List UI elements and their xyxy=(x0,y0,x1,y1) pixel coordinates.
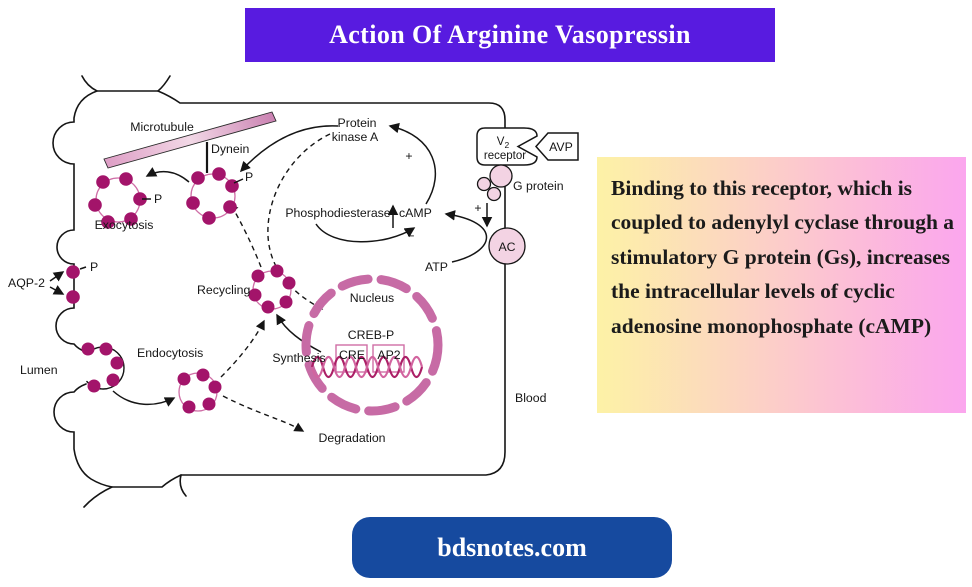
nucleus-envelope xyxy=(301,274,443,416)
avp-cell-diagram: Microtubule Dynein P P Exocytosis AQP-2 … xyxy=(8,75,579,508)
label-aqp2: AQP-2 xyxy=(8,276,45,290)
g-protein-shape xyxy=(476,164,513,202)
label-phosphodiesterase: Phosphodiesterase xyxy=(285,206,390,220)
label-lumen: Lumen xyxy=(20,363,58,377)
microtubule-bar xyxy=(103,111,277,169)
label-endocytosis: Endocytosis xyxy=(137,346,203,360)
cre-box xyxy=(335,344,368,373)
label-p-aqp2: P xyxy=(90,260,98,274)
label-receptor: receptor xyxy=(484,150,526,162)
label-microtubule: Microtubule xyxy=(130,120,194,134)
adenylyl-cyclase-shape xyxy=(488,227,526,265)
description-text: Binding to this receptor, which is coupl… xyxy=(611,176,955,338)
label-g-protein: G protein xyxy=(513,179,564,193)
label-protein-kinase-2: kinase A xyxy=(332,130,379,144)
vesicle-exocytosis xyxy=(88,172,151,229)
description-box: Binding to this receptor, which is coupl… xyxy=(597,157,966,413)
dna-helix xyxy=(310,355,424,379)
label-recycling: Recycling xyxy=(197,283,250,297)
label-p-exo-vesicle: P xyxy=(154,192,162,206)
footer-banner[interactable]: bdsnotes.com xyxy=(352,517,672,578)
label-minus: − xyxy=(407,229,414,243)
label-p-dynein-vesicle: P xyxy=(245,170,253,184)
label-v2: V2 xyxy=(497,136,510,150)
label-synthesis: Synthesis xyxy=(272,351,325,365)
label-atp: ATP xyxy=(425,260,448,274)
vesicle-recycling xyxy=(248,264,296,314)
label-creb-p: CREB-P xyxy=(348,328,394,342)
label-ap2: AP2 xyxy=(377,348,400,362)
vesicle-endocytosis xyxy=(81,342,125,393)
label-dynein: Dynein xyxy=(211,142,249,156)
label-plus-g: + xyxy=(474,201,481,215)
label-degradation: Degradation xyxy=(319,431,386,445)
avp-ligand-shape xyxy=(534,132,579,161)
label-ac: AC xyxy=(498,240,515,254)
label-protein-kinase-1: Protein xyxy=(338,116,377,130)
v2-receptor-shape xyxy=(476,127,538,166)
label-nucleus: Nucleus xyxy=(350,291,394,305)
vesicle-free xyxy=(177,368,222,414)
vesicle-dynein xyxy=(186,167,244,225)
label-exocytosis: Exocytosis xyxy=(95,218,154,232)
label-plus-pka: + xyxy=(405,149,412,163)
page-title: Action Of Arginine Vasopressin xyxy=(329,20,691,49)
label-avp: AVP xyxy=(549,140,573,154)
aqp2-channels xyxy=(66,265,87,304)
label-camp: cAMP xyxy=(399,206,432,220)
title-banner: Action Of Arginine Vasopressin xyxy=(245,8,775,62)
label-blood: Blood xyxy=(515,391,547,405)
cell-membrane xyxy=(52,75,506,508)
label-cre: CRE xyxy=(339,348,365,362)
solid-arrows xyxy=(49,122,493,407)
footer-link[interactable]: bdsnotes.com xyxy=(437,532,587,562)
